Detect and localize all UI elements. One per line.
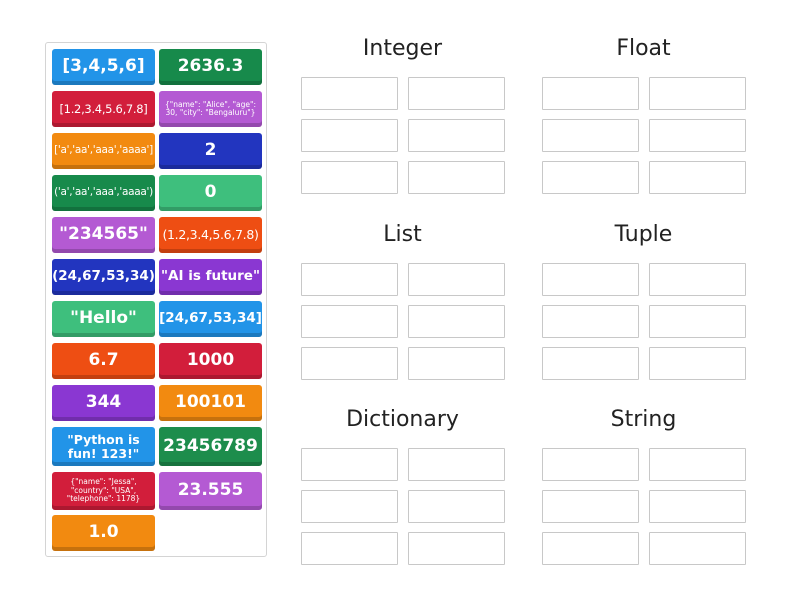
group-title-dictionary: Dictionary — [346, 407, 459, 432]
tile[interactable]: "Hello" — [52, 301, 155, 337]
drop-slot-integer[interactable] — [301, 77, 398, 110]
group-title-integer: Integer — [362, 36, 443, 61]
drop-slot-float[interactable] — [542, 77, 639, 110]
drop-slot-tuple[interactable] — [649, 347, 746, 380]
drop-slot-list[interactable] — [408, 305, 505, 338]
drop-slot-float[interactable] — [649, 119, 746, 152]
drop-slot-tuple[interactable] — [542, 263, 639, 296]
drop-slot-tuple[interactable] — [542, 305, 639, 338]
tile[interactable]: [1.2,3.4,5.6,7.8] — [52, 91, 155, 127]
drop-slot-tuple[interactable] — [649, 263, 746, 296]
tile[interactable]: [3,4,5,6] — [52, 49, 155, 85]
tile[interactable]: 100101 — [159, 385, 262, 421]
tile[interactable]: {"name": "Jessa", "country": "USA", "tel… — [52, 472, 155, 510]
drop-slot-dictionary[interactable] — [408, 490, 505, 523]
tile[interactable]: 1000 — [159, 343, 262, 379]
drop-slot-list[interactable] — [301, 305, 398, 338]
group-title-string: String — [610, 407, 677, 432]
drop-slot-string[interactable] — [542, 448, 639, 481]
tile[interactable]: "Python is fun! 123!" — [52, 427, 155, 466]
drop-slot-list[interactable] — [408, 347, 505, 380]
answer-pool: [3,4,5,6] 2636.3 [1.2,3.4,5.6,7.8] {"nam… — [45, 42, 267, 557]
tile[interactable]: ['a','aa','aaa','aaaa'] — [52, 133, 155, 169]
drop-slot-integer[interactable] — [408, 161, 505, 194]
tile[interactable]: ('a','aa','aaa','aaaa') — [52, 175, 155, 211]
tile[interactable]: 2 — [159, 133, 262, 169]
drop-slot-string[interactable] — [649, 490, 746, 523]
drop-slot-float[interactable] — [542, 161, 639, 194]
drop-slot-integer[interactable] — [301, 119, 398, 152]
tile[interactable]: [24,67,53,34] — [159, 301, 262, 337]
drop-slot-dictionary[interactable] — [301, 448, 398, 481]
tile[interactable]: {"name": "Alice", "age": 30, "city": "Be… — [159, 91, 262, 127]
drop-slot-float[interactable] — [649, 77, 746, 110]
drop-slot-tuple[interactable] — [542, 347, 639, 380]
drop-slot-float[interactable] — [542, 119, 639, 152]
tile[interactable]: 23456789 — [159, 427, 262, 466]
tile[interactable]: "234565" — [52, 217, 155, 253]
drop-slot-tuple[interactable] — [649, 305, 746, 338]
drop-slot-dictionary[interactable] — [301, 532, 398, 565]
tile[interactable]: 6.7 — [52, 343, 155, 379]
group-title-float: Float — [616, 36, 671, 61]
drop-slot-list[interactable] — [408, 263, 505, 296]
drop-slot-integer[interactable] — [301, 161, 398, 194]
drop-slot-string[interactable] — [649, 448, 746, 481]
group-title-tuple: Tuple — [614, 222, 673, 247]
drop-slot-float[interactable] — [649, 161, 746, 194]
tile[interactable]: 1.0 — [52, 515, 155, 551]
tile[interactable]: 344 — [52, 385, 155, 421]
drop-slot-list[interactable] — [301, 263, 398, 296]
tile[interactable]: 2636.3 — [159, 49, 262, 85]
drop-slot-string[interactable] — [542, 490, 639, 523]
drop-slot-dictionary[interactable] — [408, 532, 505, 565]
drop-slot-integer[interactable] — [408, 77, 505, 110]
drop-slot-string[interactable] — [649, 532, 746, 565]
drop-slot-string[interactable] — [542, 532, 639, 565]
tile[interactable]: 0 — [159, 175, 262, 211]
drop-slot-list[interactable] — [301, 347, 398, 380]
drop-slot-dictionary[interactable] — [408, 448, 505, 481]
tile[interactable]: "AI is future" — [159, 259, 262, 295]
group-title-list: List — [383, 222, 422, 247]
drop-slot-dictionary[interactable] — [301, 490, 398, 523]
tile[interactable]: 23.555 — [159, 472, 262, 510]
tile[interactable]: (1.2,3.4,5.6,7.8) — [159, 217, 262, 253]
drop-slot-integer[interactable] — [408, 119, 505, 152]
tile[interactable]: (24,67,53,34) — [52, 259, 155, 295]
